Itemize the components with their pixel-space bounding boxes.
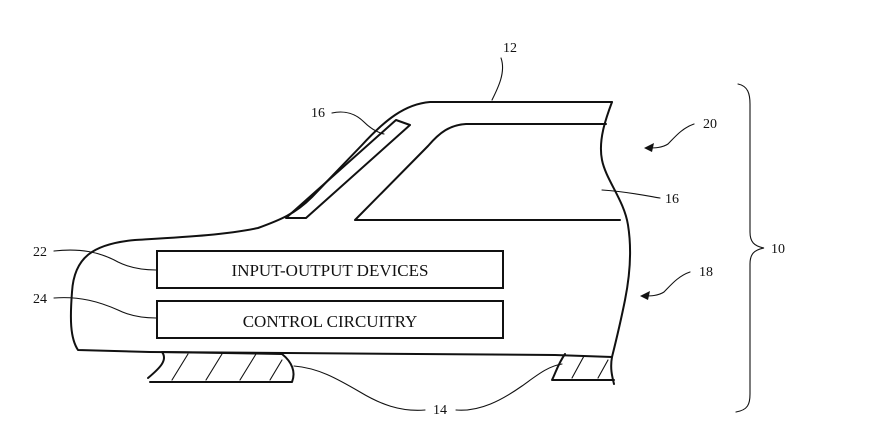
io-devices-box: INPUT-OUTPUT DEVICES xyxy=(157,251,503,288)
ref-14: 14 xyxy=(433,403,447,418)
ref-24: 24 xyxy=(33,292,47,307)
ref-22: 22 xyxy=(33,245,47,260)
ref-20: 20 xyxy=(703,117,717,132)
vehicle-body xyxy=(71,102,630,384)
ref-10: 10 xyxy=(771,242,785,257)
reference-numerals: 12 16 20 16 10 18 22 24 14 xyxy=(33,41,785,418)
control-circuitry-label: CONTROL CIRCUITRY xyxy=(243,312,418,331)
control-circuitry-box: CONTROL CIRCUITRY xyxy=(157,301,503,338)
ref-12: 12 xyxy=(503,41,517,56)
io-devices-label: INPUT-OUTPUT DEVICES xyxy=(232,261,429,280)
arrowheads xyxy=(640,143,654,300)
leader-lines xyxy=(54,58,764,412)
ref-18: 18 xyxy=(699,265,713,280)
wheel-hatching xyxy=(148,352,614,382)
ref-16-side: 16 xyxy=(665,192,679,207)
ref-16-front: 16 xyxy=(311,106,325,121)
